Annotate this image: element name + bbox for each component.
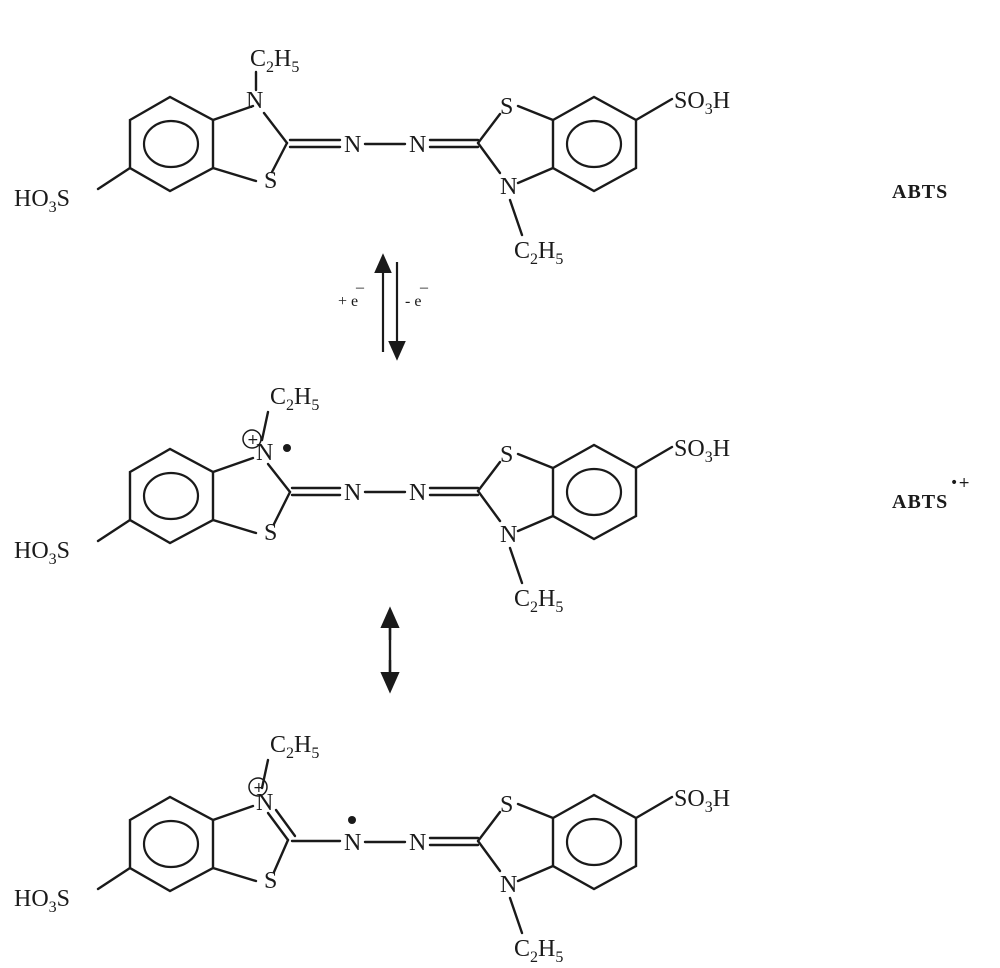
svg-text:S: S [500, 442, 513, 468]
structure-abts: N S C2H5 HO3S N N S N SO3H C2H5 ABTS [14, 46, 948, 268]
radical-dot [283, 444, 291, 452]
svg-text:S: S [500, 792, 513, 818]
structure-abts-radical-cation-resonance: N + S C2H5 HO3S N N S N SO3H C2H5 [14, 732, 730, 966]
svg-text:C2H5: C2H5 [514, 936, 563, 966]
svg-text:C2H5: C2H5 [514, 586, 563, 616]
ethyl-top: C2H5 [270, 384, 319, 414]
radical-cation-superscript: •+ [950, 475, 970, 491]
n-left: N [246, 88, 263, 114]
left-benzene-ring [128, 95, 215, 193]
svg-text:SO3H: SO3H [674, 786, 730, 816]
n-right: N [500, 174, 517, 200]
positive-charge: + [247, 432, 259, 448]
left-aromatic-circle [142, 119, 200, 169]
redox-equilibrium-arrows: + e - e [338, 253, 421, 361]
structure-abts-radical-cation: N + S C2H5 HO3S N N S N SO3H C2H5 ABTS •… [14, 384, 970, 616]
s-left: S [264, 520, 277, 546]
svg-text:N: N [500, 522, 517, 548]
right-benzene-ring [551, 95, 638, 193]
svg-text:N: N [409, 830, 426, 856]
svg-text:N: N [256, 790, 273, 816]
svg-text:N: N [409, 480, 426, 506]
so3h-right: SO3H [674, 88, 730, 118]
s-left: S [264, 168, 277, 194]
svg-text:N: N [500, 872, 517, 898]
positive-charge-circle [242, 429, 262, 449]
svg-text:HO3S: HO3S [14, 538, 70, 568]
svg-text:N: N [344, 480, 361, 506]
s-right: S [500, 94, 513, 120]
svg-text:SO3H: SO3H [674, 436, 730, 466]
svg-text:–: – [355, 279, 365, 296]
svg-text:N: N [344, 830, 361, 856]
svg-text:–: – [419, 279, 429, 296]
lose-electron-label: - e [405, 293, 421, 310]
ethyl-bottom: C2H5 [514, 238, 563, 268]
svg-text:S: S [264, 868, 277, 894]
ethyl-top: C2H5 [250, 46, 299, 76]
gain-electron-label: + e [338, 293, 358, 310]
svg-text:C2H5: C2H5 [270, 732, 319, 762]
right-aromatic-circle [565, 119, 623, 169]
svg-text:+: + [253, 780, 265, 796]
n-left-cation: N [256, 440, 273, 466]
structure-label-abts: ABTS [892, 181, 948, 203]
azo-n1: N [344, 132, 361, 158]
ho3s-left: HO3S [14, 186, 70, 216]
azo-radical-dot [348, 816, 356, 824]
azo-n2: N [409, 132, 426, 158]
svg-text:HO3S: HO3S [14, 886, 70, 916]
structure-label-abts-radical: ABTS [892, 491, 948, 513]
